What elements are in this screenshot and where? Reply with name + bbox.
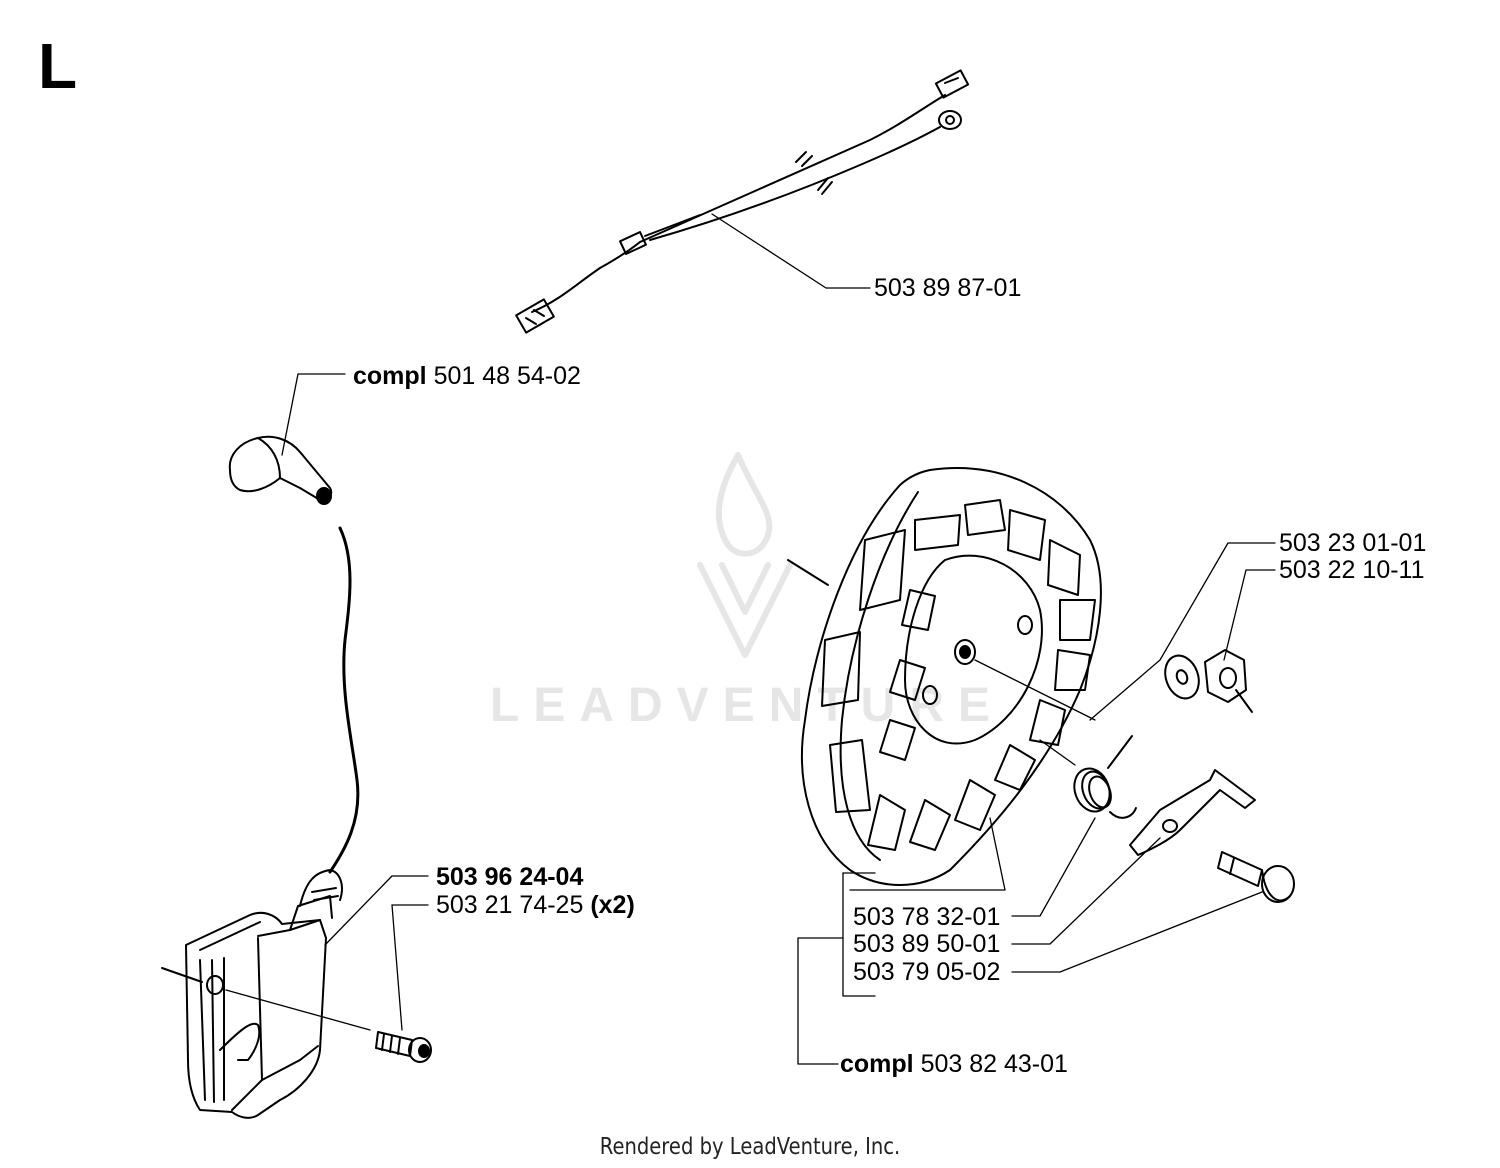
leader-flywheel-compl: [797, 937, 844, 1065]
ht-lead-drawing: [328, 526, 360, 874]
label-ignition-module: 503 96 24-04: [436, 863, 584, 891]
flywheel-drawing: [787, 467, 1102, 886]
leader-nut: [1223, 569, 1276, 661]
washer-drawing: [1164, 654, 1200, 700]
label-wire-harness: 503 89 87-01: [874, 274, 1022, 302]
leader-module-screw: [391, 904, 429, 1031]
ignition-module-drawing: [161, 869, 371, 1119]
label-spark-cap: compl 501 48 54-02: [353, 362, 581, 390]
nut-drawing: [1204, 649, 1253, 713]
leader-spring: [1011, 817, 1096, 917]
footer-credit: Rendered by LeadVenture, Inc.: [599, 1134, 901, 1160]
label-pawl: 503 89 50-01: [853, 930, 1001, 958]
label-flywheel-compl: compl 503 82 43-01: [840, 1050, 1068, 1078]
bracket-compl-group: [842, 872, 876, 997]
wire-harness-drawing: [515, 69, 970, 334]
leader-washer: [1089, 542, 1276, 721]
spark-cap-drawing: [228, 435, 333, 505]
label-module-screw: 503 21 74-25 (x2): [436, 891, 635, 919]
module-screw-drawing: [375, 1031, 432, 1063]
pin-drawing: [1217, 851, 1295, 903]
watermark-text: LEADVENTURE: [490, 679, 1005, 732]
leader-pawl: [1011, 837, 1161, 945]
leader-wire-harness: [711, 213, 871, 289]
leader-pin: [1011, 891, 1263, 973]
label-nut: 503 22 10-11: [1279, 556, 1425, 584]
watermark-logo-icon: [697, 452, 793, 658]
pawl-drawing: [1129, 769, 1256, 856]
section-letter: L: [38, 30, 78, 102]
leader-ignition-module: [324, 875, 429, 946]
label-flywheel: 503 78 32-01: [853, 903, 1001, 931]
label-pin: 503 79 05-02: [853, 958, 1001, 986]
label-washer: 503 23 01-01: [1279, 529, 1427, 557]
leader-spark-cap: [281, 373, 346, 456]
spring-drawing: [1073, 735, 1137, 819]
leader-flywheel: [849, 817, 1006, 891]
